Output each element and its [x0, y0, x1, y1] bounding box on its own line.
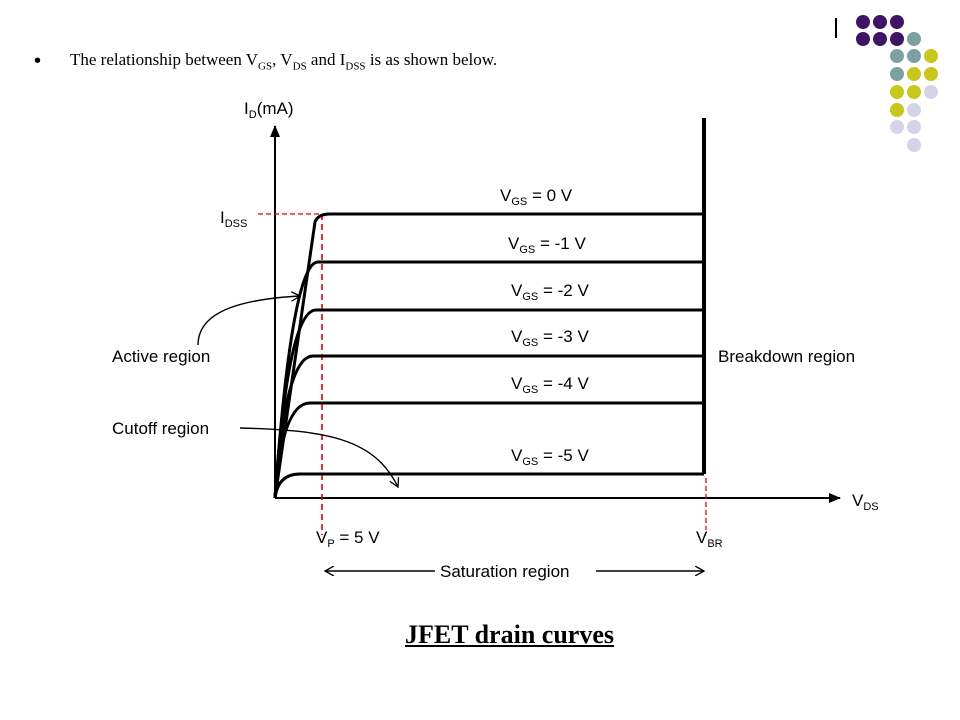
saturation-region-label: Saturation region — [440, 562, 569, 581]
intro-sub: DS — [292, 60, 307, 73]
breakdown-voltage-label: VBR — [696, 528, 723, 550]
curve-label: VGS = -2 V — [511, 281, 589, 303]
idss-label: IDSS — [220, 208, 247, 230]
cutoff-region-arrow — [239, 427, 398, 487]
pinch-off-voltage-label: VP = 5 V — [316, 528, 380, 550]
y-axis-label: ID(mA) — [244, 99, 294, 121]
curve-label: VGS = -4 V — [511, 374, 589, 396]
drain-curve — [273, 472, 704, 499]
intro-sub: GS — [258, 60, 273, 73]
intro-sub: DSS — [345, 60, 366, 73]
drain-curve — [273, 260, 704, 499]
intro-part: , V — [272, 50, 293, 69]
x-axis-label: VDS — [852, 491, 879, 513]
figure-caption: JFET drain curves — [405, 620, 614, 649]
intro-part: is as shown below. — [365, 50, 498, 69]
bullet-marker: • — [34, 50, 42, 72]
active-region-label: Active region — [112, 347, 210, 366]
curve-label: VGS = 0 V — [500, 186, 573, 208]
cutoff-region-label: Cutoff region — [112, 419, 209, 438]
curve-label: VGS = -3 V — [511, 327, 589, 349]
drain-curve — [273, 212, 704, 499]
drain-curve — [273, 354, 704, 499]
breakdown-region-label: Breakdown region — [718, 347, 855, 366]
intro-part: The relationship between V — [70, 50, 259, 69]
title-divider — [835, 18, 837, 38]
curve-label: VGS = -1 V — [508, 234, 586, 256]
intro-text: The relationship between VGS, VDS and ID… — [70, 50, 497, 72]
intro-part: and I — [306, 50, 346, 69]
active-region-arrow — [197, 296, 300, 346]
drain-curve — [273, 401, 704, 499]
curve-label: VGS = -5 V — [511, 446, 589, 468]
